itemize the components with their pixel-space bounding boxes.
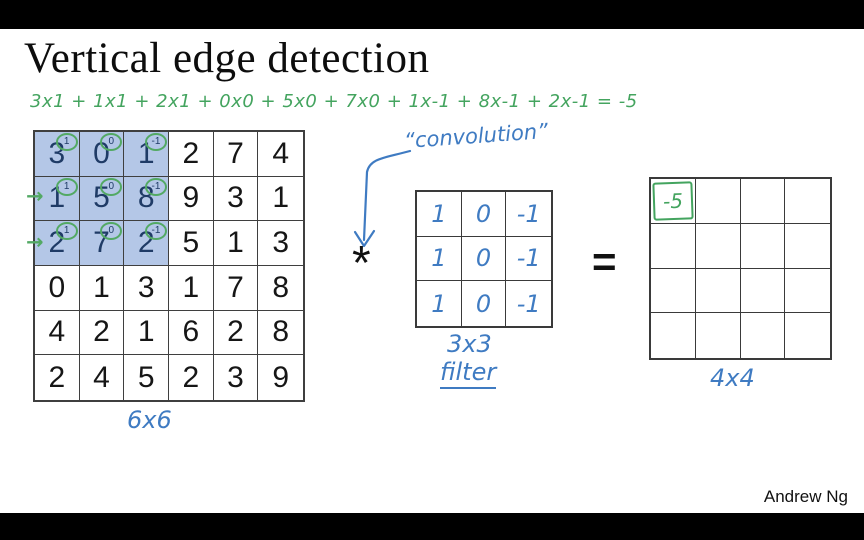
matrix-cell: 7 <box>213 132 259 177</box>
row-pointer-arrow-icon: → <box>26 184 44 208</box>
filter-weight-superscript: -1 <box>145 222 167 241</box>
output-cell <box>785 224 830 269</box>
matrix-cell: 7 <box>213 266 259 311</box>
output-cell <box>785 313 830 358</box>
matrix-cell: 3 <box>258 221 303 266</box>
matrix-cell: 6 <box>169 310 214 356</box>
output-cell <box>740 268 786 314</box>
slide-title: Vertical edge detection <box>24 35 430 82</box>
filter-weight-superscript: -1 <box>145 177 167 196</box>
matrix-cell: 4 <box>80 355 125 400</box>
output-cell <box>741 313 786 358</box>
filter-weight-superscript: 1 <box>55 177 78 196</box>
output-cell <box>696 313 741 358</box>
handwritten-equation: 3x1 + 1x1 + 2x1 + 0x0 + 5x0 + 7x0 + 1x-1… <box>30 91 638 112</box>
filter-size-label: 3x3 <box>447 330 492 358</box>
output-cell <box>785 269 830 314</box>
output-cell: -5 <box>651 179 696 224</box>
input-size-label: 6x6 <box>127 406 172 434</box>
filter-cell: 0 <box>461 236 507 282</box>
row-pointer-arrow-icon: → <box>26 230 44 254</box>
filter-weight-superscript: 1 <box>55 222 78 241</box>
matrix-cell: 5 <box>169 221 214 266</box>
filter-cell: 1 <box>417 281 462 326</box>
filter-weight-superscript: 0 <box>100 133 123 151</box>
matrix-cell: 0 <box>35 266 80 311</box>
filter-weight-superscript: 0 <box>100 177 123 196</box>
matrix-cell: 9 <box>169 176 214 222</box>
matrix-cell: 1 <box>124 310 169 356</box>
matrix-cell: 3 <box>124 266 169 311</box>
matrix-cell: 8-1 <box>124 176 169 222</box>
matrix-cell: 8 <box>258 311 303 356</box>
output-cell <box>695 179 741 224</box>
letterbox-bottom <box>0 513 864 540</box>
filter-weight-superscript: 0 <box>100 222 123 241</box>
matrix-cell: 1 <box>79 266 125 311</box>
output-cell <box>785 179 830 224</box>
output-cell <box>651 268 696 314</box>
convolution-annotation: “convolution” <box>403 119 549 153</box>
matrix-cell: 1 <box>258 177 303 222</box>
filter-weight-superscript: -1 <box>145 133 167 151</box>
first-result-box: -5 <box>652 181 694 221</box>
matrix-cell: 3 <box>214 355 259 400</box>
filter-cell: -1 <box>516 289 541 318</box>
filter-cell: 1 <box>417 236 462 282</box>
filter-matrix-3x3: 1 0 -1 1 0 -1 1 0 -1 <box>415 190 553 328</box>
output-cell <box>740 223 786 269</box>
matrix-cell: 1 <box>213 221 259 266</box>
matrix-cell: 5 <box>124 355 169 400</box>
convolution-operator: * <box>352 237 371 290</box>
letterbox-top <box>0 0 864 29</box>
filter-name-label: filter <box>440 358 497 389</box>
output-cell <box>651 313 696 358</box>
author-credit: Andrew Ng <box>763 487 848 506</box>
filter-cell: 0 <box>461 192 507 237</box>
filter-cell: 0 <box>462 281 507 326</box>
matrix-cell: 2-1 <box>124 221 169 266</box>
matrix-cell: 1-1 <box>124 132 169 177</box>
output-size-label: 4x4 <box>710 364 755 392</box>
matrix-cell: 3 <box>213 176 259 222</box>
matrix-cell: 8 <box>258 266 303 311</box>
equals-sign: = <box>592 238 617 285</box>
output-matrix-4x4: -5 <box>649 177 832 360</box>
matrix-cell: 1 <box>169 266 214 311</box>
matrix-cell: 4 <box>258 132 303 177</box>
filter-cell: 1 <box>417 192 462 237</box>
filter-cell: -1 <box>506 192 551 237</box>
matrix-cell: 4 <box>35 310 80 356</box>
output-cell <box>695 268 741 314</box>
output-cell <box>651 223 696 269</box>
matrix-cell: 2 <box>169 355 214 400</box>
output-cell <box>695 223 741 269</box>
filter-cell: -1 <box>506 237 551 282</box>
matrix-cell: 9 <box>272 360 289 394</box>
matrix-cell: 2 <box>79 310 125 356</box>
matrix-cell: 2 <box>35 355 80 400</box>
matrix-cell: 2 <box>213 310 259 356</box>
matrix-cell: 2 <box>169 132 214 177</box>
filter-weight-superscript: 1 <box>55 133 78 151</box>
output-cell <box>740 179 786 224</box>
